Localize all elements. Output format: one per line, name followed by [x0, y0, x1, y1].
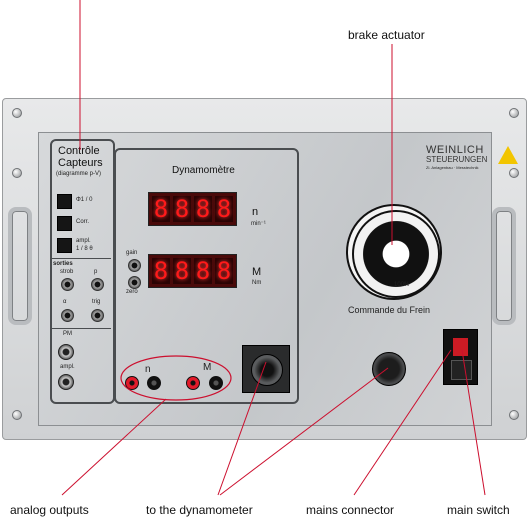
strob-label: strob [60, 269, 74, 275]
callout-line-switch [461, 349, 486, 496]
corr-button[interactable] [57, 216, 72, 231]
m-output-label: M [203, 362, 212, 373]
connector-socket [251, 354, 283, 386]
screw [12, 108, 22, 118]
divider [51, 258, 111, 259]
phase-button[interactable] [57, 194, 72, 209]
corr-button-label: Corr. [76, 219, 90, 225]
left-handle [8, 207, 32, 325]
strob-jack[interactable] [61, 278, 74, 291]
pm-connector[interactable] [58, 344, 74, 360]
pm-label: PM [63, 331, 72, 337]
torque-digit: 8 [152, 257, 170, 285]
torque-label: M [252, 266, 262, 278]
callout-analog-outputs: analog outputs [10, 503, 89, 517]
mains-connector[interactable] [372, 352, 406, 386]
m-red-jack[interactable] [186, 376, 200, 390]
analog-outputs-highlight [120, 355, 232, 401]
phase-button-label: Φ1 / 0 [76, 197, 93, 203]
zero-label: zero [126, 289, 138, 295]
dynamometer-connector[interactable] [242, 345, 290, 393]
alpha-jack[interactable] [61, 309, 74, 322]
speed-digit: 8 [194, 195, 212, 223]
callout-line-dynamometer-2 [219, 367, 389, 496]
screw [12, 410, 22, 420]
n-red-jack[interactable] [125, 376, 139, 390]
m-black-jack[interactable] [209, 376, 223, 390]
trig-jack[interactable] [91, 309, 104, 322]
ampl-connector-label: ampl. [60, 364, 75, 370]
callout-line-dynamometer [217, 361, 267, 496]
torque-digit: 8 [215, 257, 233, 285]
dial-scale-end-label: 100% [394, 282, 410, 288]
p-label: p [94, 269, 98, 275]
screw [12, 168, 22, 178]
callout-main-switch: main switch [447, 503, 510, 517]
trig-label: trig [92, 299, 101, 305]
zero-trimmer[interactable] [128, 276, 141, 289]
screw [509, 168, 519, 178]
gain-label: gain [126, 250, 138, 256]
brake-control-label: Commande du Frein [348, 305, 431, 315]
ampl-button-sublabel: 1 / 8 θ [76, 246, 93, 252]
callout-brake-actuator: brake actuator [348, 28, 425, 42]
brand-logo-name: WEINLICH [426, 144, 484, 156]
panel-subtitle-diagram: (diagramme p-V) [56, 171, 102, 177]
screw [509, 410, 519, 420]
panel-title-controle: Contrôle [58, 145, 100, 157]
torque-display: 8 8 8 8 [148, 254, 237, 288]
power-inlet[interactable] [451, 360, 472, 380]
callout-mains-connector: mains connector [306, 503, 395, 517]
callout-to-the-dynamometer: to the dynamometer [146, 503, 253, 517]
speed-digit: 8 [152, 195, 170, 223]
main-switch-module [443, 329, 478, 385]
callout-line-analog [61, 398, 167, 496]
speed-display: 8 8 8 8 [148, 192, 237, 226]
speed-label: n [252, 206, 259, 218]
torque-unit: Nm [252, 280, 262, 286]
main-switch-rocker[interactable] [453, 338, 468, 356]
speed-digit: 8 [215, 195, 233, 223]
ampl-connector[interactable] [58, 374, 74, 390]
speed-digit: 8 [173, 195, 191, 223]
n-black-jack[interactable] [147, 376, 161, 390]
dynamometer-title: Dynamomètre [172, 165, 235, 176]
panel-title-capteurs: Capteurs [58, 157, 103, 169]
screw [509, 108, 519, 118]
ampl-button-label: ampl. [76, 238, 91, 244]
divider [51, 328, 111, 329]
n-output-label: n [145, 364, 151, 375]
high-voltage-warning-icon [498, 146, 518, 164]
p-jack[interactable] [91, 278, 104, 291]
right-handle [492, 207, 516, 325]
outputs-label: sorties [53, 261, 73, 267]
brand-logo-subname: STEUERUNGEN [426, 155, 488, 164]
speed-unit: min⁻¹ [251, 221, 266, 227]
brake-actuator-knob[interactable] [352, 210, 440, 298]
gain-trimmer[interactable] [128, 259, 141, 272]
callout-line-mains [353, 349, 452, 496]
dynamometer-panel [114, 148, 299, 404]
torque-digit: 8 [173, 257, 191, 285]
alpha-label: α [63, 299, 67, 305]
torque-digit: 8 [194, 257, 212, 285]
brand-tagline: Zi. Anlagenbau · Messtechnik [426, 165, 479, 170]
ampl-button[interactable] [57, 238, 72, 253]
